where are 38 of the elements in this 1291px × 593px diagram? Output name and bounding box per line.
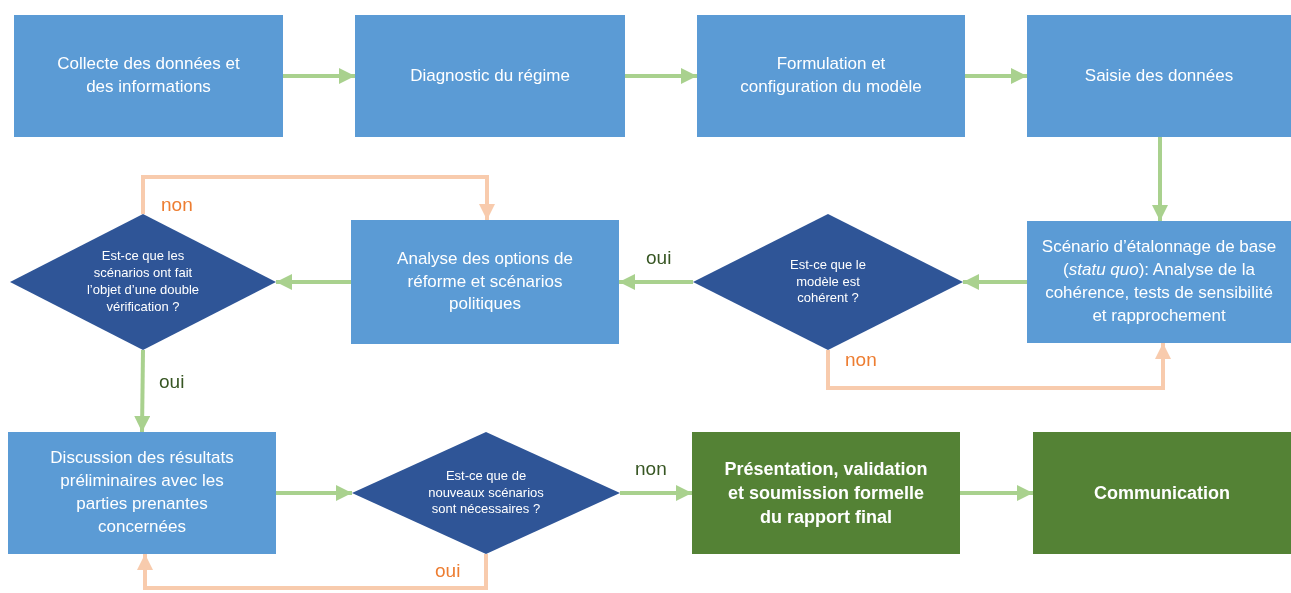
process-box	[8, 432, 276, 554]
step-text: Présentation, validation et soumission formelle du rapport final	[723, 457, 929, 530]
arrow	[965, 68, 1027, 84]
decision-text: Est-ce que les scénarios ont fait l’objet d’une double vérification ?	[85, 248, 200, 316]
arrow	[283, 68, 355, 84]
final-step-box	[1033, 432, 1291, 554]
decision-diamond	[10, 214, 276, 350]
process-box	[1027, 221, 1291, 343]
step-text: Formulation et configuration du modèle	[739, 53, 923, 98]
step-text: Diagnostic du régime	[410, 64, 570, 87]
step-text: Saisie des données	[1084, 64, 1234, 87]
step-text: Discussion des résultats préliminaires avec les parties prenantes concernées	[49, 447, 235, 538]
decision-text: Est-ce que le modèle est cohérent ?	[789, 256, 867, 308]
decision-text: Est-ce que de nouveaux scénarios sont nécessaires ?	[427, 467, 545, 519]
arrow	[963, 274, 1027, 290]
arrow	[960, 485, 1033, 501]
process-box	[355, 15, 625, 137]
step-text: Communication	[1094, 481, 1230, 505]
arrow	[276, 485, 352, 501]
decision-diamond	[693, 214, 963, 350]
arrow	[826, 343, 1171, 390]
arrow	[1152, 137, 1168, 221]
process-box	[697, 15, 965, 137]
arrow	[141, 175, 495, 220]
process-box	[14, 15, 283, 137]
process-box	[1027, 15, 1291, 137]
arrow	[619, 274, 693, 290]
arrow	[134, 349, 151, 433]
step-text: Analyse des options de réforme et scénarios politiques	[396, 247, 574, 316]
step-text: Scénario d’étalonnage de base (statu quo): Analyse de la cohérence, tests de sensibilité et rapprochement	[1041, 236, 1277, 327]
process-box	[351, 220, 619, 344]
decision-diamond	[352, 432, 620, 554]
arrow	[620, 485, 692, 501]
final-step-box	[692, 432, 960, 554]
arrow	[137, 554, 488, 590]
arrow	[276, 274, 351, 290]
step-text: Collecte des données et des informations	[56, 53, 241, 98]
arrow	[625, 68, 697, 84]
